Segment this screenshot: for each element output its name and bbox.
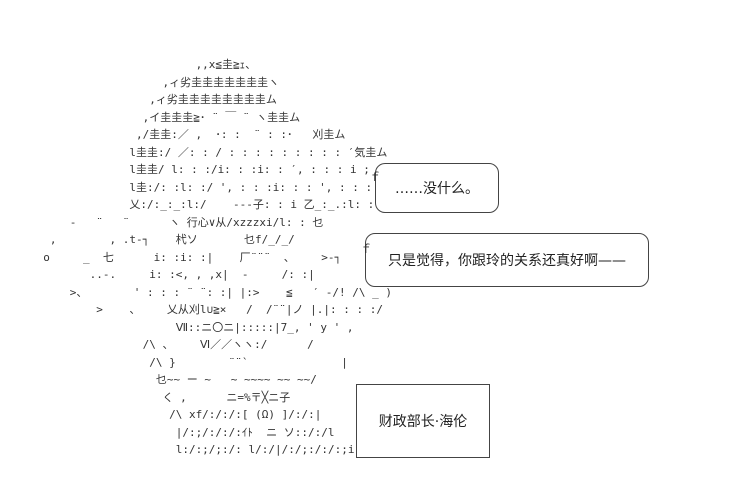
- ascii-art-line: >、 ' : : : ¨ ¨: :| |:> ≦ ′ -/! /\ _ ): [30, 285, 392, 299]
- speech-bubble-first-tail: ｆ: [369, 170, 382, 184]
- ascii-art-line: l圭圭/ l: : :/i: : :i: : ′, : : : i ; !圭圭l: [30, 163, 412, 176]
- ascii-art-line: /\ xf/:/:/:[ (Ω) ]/:/:|: [30, 408, 322, 421]
- ascii-art-line: ,イ圭圭圭≧･ ¨ ￣ ¨ ヽ圭圭ム: [30, 110, 301, 124]
- ascii-art-line: , , .t-┐ 杙ソ 乜f/_/_/: [30, 233, 295, 246]
- ascii-art-line: ,ィ劣圭圭圭圭圭圭圭ヽ: [30, 75, 280, 89]
- speech-bubble-second: 只是觉得，你跟玲的关系还真好啊——: [365, 233, 649, 287]
- speech-bubble-first-text: ……没什么。: [395, 181, 479, 197]
- ascii-art-line: く , ニ=%〒╳ニ子: [30, 390, 291, 404]
- ascii-art-line: 乂:/:_:_:l:/ -‐-子: : i 乙_:_.:l: : :ジ: [30, 198, 399, 211]
- character-nameplate-text: 财政部长·海伦: [378, 414, 468, 430]
- ascii-art-line: Ⅶ::ニ〇ニ|:::::|7_, ' y ' ,: [30, 320, 354, 334]
- ascii-art-line: l圭圭:/ ／: : / : : : : : : : : : ′気圭ム: [30, 145, 388, 159]
- ascii-art-line: l:/:;/;:/: l/:/|/:/;:/:/:;i: [30, 443, 355, 456]
- speech-bubble-second-text: 只是觉得，你跟玲的关系还真好啊——: [388, 253, 626, 269]
- ascii-art-line: ,ィ劣圭圭圭圭圭圭圭圭ム: [30, 93, 277, 106]
- ascii-art-line: /\ 、 Ⅵ／／ヽヽ:/ /: [30, 338, 314, 351]
- character-nameplate: 财政部长·海伦: [356, 384, 490, 458]
- ascii-art-line: |/:;/:/:/:ｲﾄ ニ ソ::/:/l: [30, 425, 335, 439]
- speech-bubble-second-tail: ｆ: [360, 242, 373, 256]
- ascii-art-line: ,/圭圭:／ , ･: : ¨ : :･ 刈圭ム: [30, 128, 346, 141]
- ascii-art-line: > 、 乂从刈l∪≧× / /¨¨|ノ |.|: : : :/: [30, 303, 384, 316]
- speech-bubble-first: ……没什么。: [375, 163, 499, 213]
- ascii-art-line: ..-. i: :<, , ,x| - /: :|: [30, 268, 315, 281]
- ascii-art-line: 乜~~ ー ~ ~ ~~~~ ~~ ~~/: [30, 373, 317, 386]
- ascii-art-line: ,,x≦圭≧ｪ、: [30, 58, 257, 71]
- ascii-art-line: - ¨ ¨ ヽ 行心∨从/xzzzxi/l: : 乜: [30, 215, 324, 229]
- ascii-art-line: o _ 七 i: :i: :| 厂¨¨¨ 、 >-┐: [30, 250, 342, 264]
- ascii-art-line: /\ } ¨¨` |: [30, 355, 348, 369]
